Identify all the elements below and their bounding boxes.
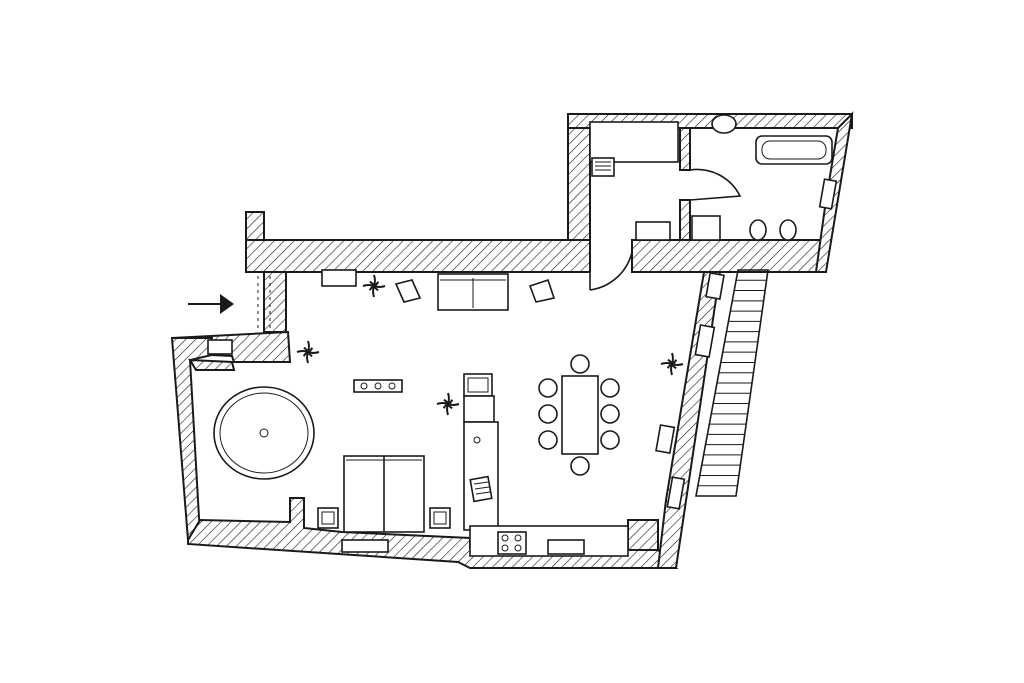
wall-living-projection — [188, 358, 236, 371]
chair — [570, 456, 590, 476]
bedside-table-hatch — [595, 161, 611, 171]
toilet — [749, 219, 767, 241]
entry-threshold — [257, 276, 271, 330]
window-upper-east — [818, 178, 838, 210]
dining-table — [561, 375, 599, 455]
plants — [296, 274, 684, 416]
kitchen-island — [463, 421, 499, 531]
wall-main-north — [245, 239, 591, 273]
windows — [207, 178, 838, 553]
wall-upper-partition — [679, 127, 691, 171]
living-area — [213, 273, 556, 533]
wall-upper-partition-low — [679, 199, 691, 241]
armchair-right — [528, 278, 556, 303]
chair — [600, 430, 620, 450]
sink-rack-grid — [473, 481, 491, 495]
chair — [600, 404, 620, 424]
window-south — [341, 539, 389, 553]
bathtub — [755, 135, 833, 165]
shower — [691, 215, 721, 241]
arrow-right-icon — [188, 294, 234, 314]
chair — [538, 404, 558, 424]
bathtub-inner — [761, 140, 827, 160]
bed — [589, 121, 679, 163]
round-rug-center — [259, 428, 269, 438]
counter-upper — [463, 395, 495, 423]
doors — [589, 168, 742, 291]
dining-area — [538, 354, 620, 476]
chair — [600, 378, 620, 398]
sink — [711, 114, 737, 134]
chair — [570, 354, 590, 374]
coffee-table — [353, 379, 403, 393]
nightstand-right — [429, 507, 451, 529]
window-east-4 — [666, 476, 686, 510]
chair — [538, 430, 558, 450]
chair — [538, 378, 558, 398]
window-east-1 — [705, 272, 725, 300]
nightstand-left — [317, 507, 339, 529]
wall-upper-west — [567, 113, 591, 241]
sink-rack — [469, 475, 493, 503]
wall-main-north-east — [631, 239, 828, 273]
window-east-2 — [694, 324, 716, 358]
kitchen — [463, 373, 629, 557]
bidet — [779, 219, 797, 241]
door-upper-swing — [589, 240, 633, 291]
plant-icon — [362, 274, 386, 298]
staircase — [695, 269, 769, 497]
bedside-table — [591, 157, 615, 177]
door-bath-swing — [689, 168, 742, 201]
plant-icon — [660, 352, 684, 376]
wall-inner-stub — [627, 519, 659, 551]
bathroom — [691, 114, 833, 241]
round-rug — [213, 386, 315, 480]
armchair-left — [394, 279, 422, 303]
wall-entry-east — [263, 271, 287, 333]
window-east-3 — [655, 424, 676, 454]
bedroom-upper — [589, 121, 679, 241]
dresser — [635, 221, 671, 241]
window-west — [207, 339, 233, 355]
window-north-1 — [321, 269, 357, 287]
plant-icon — [296, 340, 320, 364]
plant-icon — [436, 392, 460, 416]
oven — [547, 539, 585, 555]
walls — [170, 111, 854, 569]
cooktop — [497, 531, 527, 555]
